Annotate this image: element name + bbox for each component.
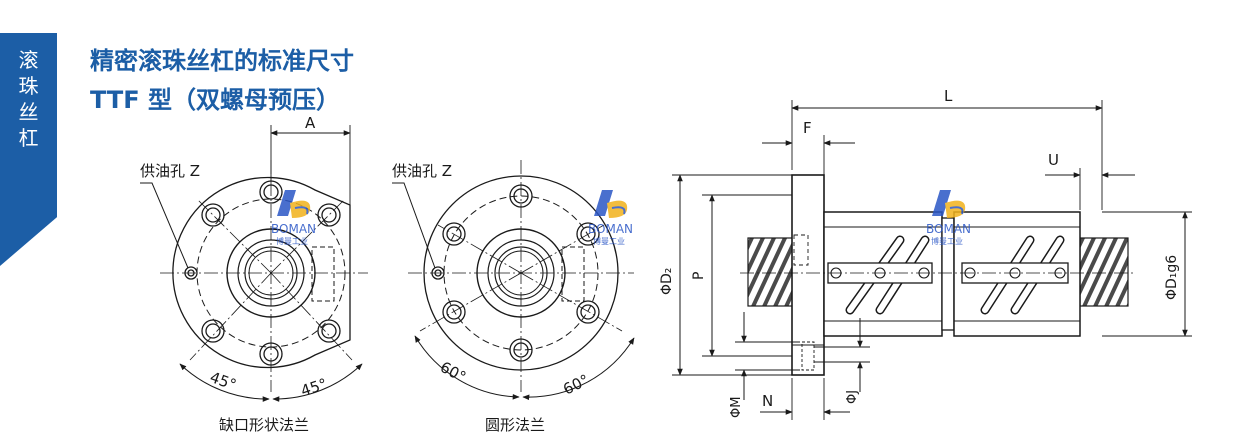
watermark-brand: BOMAN [588,222,633,236]
oil-hole-leader [392,182,436,269]
middle-oil-hole-label: 供油孔 Z [392,162,452,180]
side-tab-char: 珠 [18,74,39,98]
page-subtitle: TTF 型（双螺母预压） [90,86,341,114]
watermark-logo-icon [277,190,296,216]
center-lines [160,160,368,392]
watermark-logo-icon [932,190,951,216]
side-dim-l: L [944,87,953,105]
angle-arc-left [179,363,270,402]
center-lines [408,160,634,392]
watermark-subtext: 博曼工业 [276,236,308,246]
flange-lower-detail [791,344,825,376]
watermark-subtext: 博曼工业 [931,236,963,246]
side-dim-f: F [803,119,812,137]
side-dim-d2: ΦD₂ [659,268,675,295]
round-flange-view [392,160,635,401]
oil-hole-leader [140,182,189,269]
side-tab-char: 滚 [18,48,39,72]
side-tab-label: 滚 珠 丝 杠 [0,47,57,151]
middle-caption: 圆形法兰 [485,416,545,434]
side-dim-d1: ΦD₁g6 [1164,255,1180,300]
angle-arc-right [272,363,363,402]
side-dim-n: N [762,392,773,410]
angle-arc-right [522,337,635,401]
left-angle-label-left: 45° [208,368,239,394]
middle-angle-label-left: 60° [437,358,469,386]
side-tab: 滚 珠 丝 杠 [0,33,57,266]
watermark-1: BOMAN 博曼工业 [271,190,316,246]
page-title: 精密滚珠丝杠的标准尺寸 [90,47,354,75]
key-slot [311,246,335,302]
watermark-2: BOMAN 博曼工业 [588,190,633,246]
side-dim-m: ΦM [729,397,744,418]
screw-thread-left [747,237,795,307]
side-tab-char: 丝 [18,100,39,124]
watermark-brand: BOMAN [271,222,316,236]
middle-angle-label-right: 60° [560,371,592,399]
side-view [672,100,1192,420]
side-tab-char: 杠 [18,126,39,150]
angle-arc-left [414,335,520,400]
watermark-3: BOMAN 博曼工业 [926,190,971,246]
left-caption: 缺口形状法兰 [219,416,309,434]
watermark-logo-icon [594,190,613,216]
left-oil-hole-label: 供油孔 Z [140,162,200,180]
left-dim-a: A [305,114,316,132]
key-slot [561,246,585,302]
side-dim-u: U [1048,151,1059,169]
watermark-brand: BOMAN [926,222,971,236]
side-dim-j: ΦJ [845,390,860,404]
screw-thread-right [1079,237,1129,307]
left-angle-label-right: 45° [299,375,330,400]
notched-flange-view [140,125,368,402]
watermark-subtext: 博曼工业 [593,236,625,246]
side-dim-p: P [691,272,707,280]
